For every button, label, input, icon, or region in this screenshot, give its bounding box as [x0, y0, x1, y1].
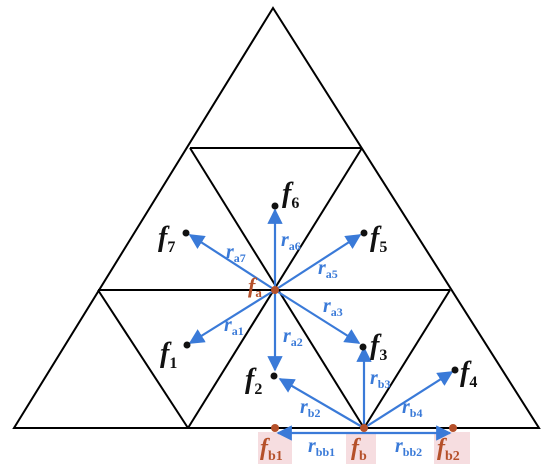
edge-inner-right-2: [363, 289, 451, 429]
point-f2-dot: [270, 372, 278, 380]
vector-ra1: [188, 289, 276, 344]
label-f3: f3: [370, 330, 387, 364]
label-rb2: rb2: [300, 396, 320, 420]
label-f6: f6: [282, 178, 299, 212]
point-f7-dot: [182, 229, 190, 237]
label-ra3: ra3: [323, 295, 343, 319]
point-fb1-dot: [271, 424, 279, 432]
label-f1: f1: [160, 338, 177, 372]
point-fb-dot: [360, 424, 368, 432]
label-ra2: ra2: [283, 325, 303, 349]
point-labels: f1 f2 f3 f4 f5 f6 f7 fa fb fb1 fb2: [158, 178, 477, 464]
vector-rb2: [278, 378, 365, 429]
point-f5-dot: [360, 229, 368, 237]
label-rbb2: rbb2: [395, 435, 422, 459]
vector-ra7: [188, 234, 276, 291]
label-rbb1: rbb1: [308, 435, 335, 459]
point-f1-dot: [183, 341, 191, 349]
label-fb1: fb1: [260, 435, 283, 464]
point-f4-dot: [451, 366, 459, 374]
label-ra1: ra1: [224, 314, 244, 338]
label-fb: fb: [351, 435, 367, 464]
label-fb2: fb2: [437, 435, 460, 464]
vector-ra3: [274, 289, 361, 344]
label-ra5: ra5: [318, 257, 338, 281]
point-f3-dot: [359, 343, 367, 351]
point-fb2-dot: [449, 424, 457, 432]
vector-labels: ra1 ra2 ra3 ra5 ra6 ra7 rb2 rb3 rb4 rbb1: [224, 229, 422, 459]
edge-inner-left-2: [97, 289, 189, 429]
label-ra6: ra6: [281, 229, 301, 253]
label-f7: f7: [158, 222, 175, 256]
point-fa-dot: [271, 286, 279, 294]
label-rb4: rb4: [402, 396, 422, 420]
label-fa: fa: [248, 273, 262, 300]
label-f5: f5: [370, 222, 387, 256]
label-f4: f4: [460, 357, 477, 391]
label-ra7: ra7: [226, 241, 246, 265]
point-f6-dot: [271, 202, 279, 210]
vector-ra5: [274, 234, 362, 291]
vectors-from-fb: [276, 346, 454, 441]
vectors-from-fa: [188, 208, 362, 372]
label-f2: f2: [245, 364, 262, 398]
label-rb3: rb3: [370, 367, 390, 391]
point-dots: [182, 202, 459, 432]
fb-highlight: [346, 432, 376, 464]
vector-rb4: [363, 371, 454, 429]
